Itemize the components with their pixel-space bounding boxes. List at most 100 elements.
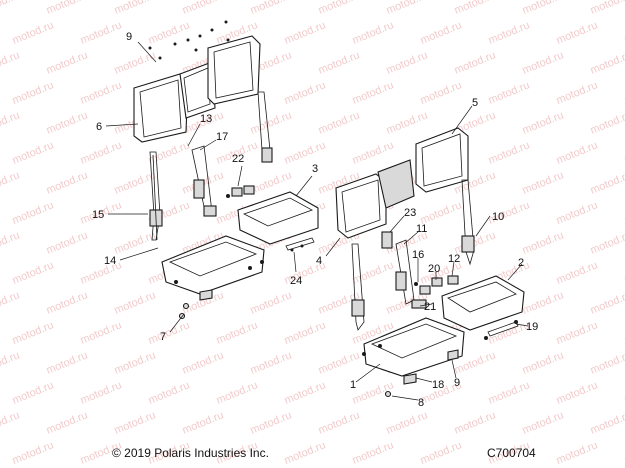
callout-16: 16 xyxy=(412,249,424,261)
watermark-text: motod.ru xyxy=(249,349,294,376)
callouts: 9 6 13 17 22 3 15 14 7 24 4 5 10 23 11 1… xyxy=(92,31,538,409)
watermark-text: motod.ru xyxy=(555,139,600,166)
watermark-text: motod.ru xyxy=(79,259,124,286)
watermark-text: motod.ru xyxy=(11,139,56,166)
watermark-text: motod.ru xyxy=(11,439,56,466)
watermark-text: motod.ru xyxy=(45,409,90,436)
watermark-text: motod.ru xyxy=(317,49,362,76)
watermark-text: motod.ru xyxy=(487,79,532,106)
watermark-text: motod.ru xyxy=(589,229,625,256)
watermark-text: motod.ru xyxy=(11,379,56,406)
watermark-text: motod.ru xyxy=(589,289,625,316)
watermark-text: motod.ru xyxy=(385,109,430,136)
watermark-text: motod.ru xyxy=(453,409,498,436)
watermark-text: motod.ru xyxy=(351,259,396,286)
watermark-text: motod.ru xyxy=(521,349,566,376)
callout-9-upper: 9 xyxy=(126,31,132,43)
watermark-text: motod.ru xyxy=(249,0,294,17)
watermark-text: motod.ru xyxy=(11,319,56,346)
front-seat-back-5 xyxy=(415,127,469,193)
seat-belt-front-left xyxy=(351,243,365,331)
watermark-text: motod.ru xyxy=(487,139,532,166)
callout-2: 2 xyxy=(518,257,524,269)
watermark-text: motod.ru xyxy=(113,289,158,316)
watermark-text: motod.ru xyxy=(11,19,56,46)
watermark-text: motod.ru xyxy=(555,319,600,346)
watermark-text: motod.ru xyxy=(555,199,600,226)
watermark-text: motod.ru xyxy=(419,19,464,46)
callout-17: 17 xyxy=(216,131,228,143)
watermark-text: motod.ru xyxy=(487,379,532,406)
watermark-text: motod.ru xyxy=(215,379,260,406)
watermark-text: motod.ru xyxy=(0,109,21,136)
watermark-text: motod.ru xyxy=(385,0,430,17)
callout-22: 22 xyxy=(232,153,244,165)
watermark-text: motod.ru xyxy=(147,379,192,406)
watermark-text: motod.ru xyxy=(181,0,226,17)
watermark-text: motod.ru xyxy=(79,79,124,106)
watermark-text: motod.ru xyxy=(385,409,430,436)
watermark-text: motod.ru xyxy=(589,109,625,136)
seat-belt-left xyxy=(149,151,163,241)
callout-15: 15 xyxy=(92,209,104,221)
front-seat-back-4 xyxy=(335,159,415,239)
watermark-text: motod.ru xyxy=(555,379,600,406)
watermark-text: motod.ru xyxy=(45,0,90,17)
callout-8: 8 xyxy=(418,397,424,409)
watermark-text: motod.ru xyxy=(249,289,294,316)
watermark-text: motod.ru xyxy=(589,349,625,376)
callout-9-lower: 9 xyxy=(454,377,460,389)
watermark-text: motod.ru xyxy=(147,319,192,346)
watermark-text: motod.ru xyxy=(113,49,158,76)
watermark-text: motod.ru xyxy=(79,19,124,46)
watermark-text: motod.ru xyxy=(521,289,566,316)
watermark-text: motod.ru xyxy=(45,49,90,76)
seat-belt-rear-right xyxy=(257,91,273,163)
callout-24: 24 xyxy=(290,275,302,287)
watermark-text: motod.ru xyxy=(0,289,21,316)
watermark-text: motod.ru xyxy=(0,229,21,256)
watermark-text: motod.ru xyxy=(11,199,56,226)
watermark-text: motod.ru xyxy=(45,349,90,376)
watermark-text: motod.ru xyxy=(0,409,21,436)
seat-cushion-3 xyxy=(237,191,319,245)
callout-14: 14 xyxy=(104,255,116,267)
watermark-text: motod.ru xyxy=(555,79,600,106)
fastener-dots xyxy=(148,20,230,60)
watermark-text: motod.ru xyxy=(113,0,158,17)
watermark-text: motod.ru xyxy=(351,79,396,106)
watermark-text: motod.ru xyxy=(113,229,158,256)
watermark-text: motod.ru xyxy=(317,349,362,376)
watermark-text: motod.ru xyxy=(555,259,600,286)
watermark-text: motod.ru xyxy=(283,19,328,46)
watermark-text: motod.ru xyxy=(283,439,328,466)
watermark-text: motod.ru xyxy=(521,229,566,256)
seat-bottom-14 xyxy=(161,235,265,295)
watermark-text: motod.ru xyxy=(181,409,226,436)
latch-parts-right xyxy=(411,275,459,309)
seat-belt-front-10 xyxy=(461,179,475,266)
watermark-text: motod.ru xyxy=(0,49,21,76)
rear-seat-back-assembly xyxy=(133,20,261,143)
callout-10: 10 xyxy=(492,211,504,223)
watermark-text: motod.ru xyxy=(11,259,56,286)
watermark-text: motod.ru xyxy=(181,349,226,376)
watermark-text: motod.ru xyxy=(351,19,396,46)
watermark-text: motod.ru xyxy=(487,19,532,46)
watermark-text: motod.ru xyxy=(351,139,396,166)
callout-20: 20 xyxy=(428,263,440,275)
callout-3: 3 xyxy=(312,163,318,175)
watermark-text: motod.ru xyxy=(283,379,328,406)
watermark-text: motod.ru xyxy=(419,79,464,106)
callout-23: 23 xyxy=(404,207,416,219)
seat-cushion-2 xyxy=(441,275,525,331)
watermark-text: motod.ru xyxy=(487,319,532,346)
watermark-text: motod.ru xyxy=(521,49,566,76)
watermark-text: motod.ru xyxy=(317,409,362,436)
latch-part-22 xyxy=(226,185,255,198)
seat-belt-buckle-left xyxy=(191,145,217,217)
watermark-text: motod.ru xyxy=(45,229,90,256)
callout-18: 18 xyxy=(432,379,444,391)
watermark-text: motod.ru xyxy=(589,49,625,76)
